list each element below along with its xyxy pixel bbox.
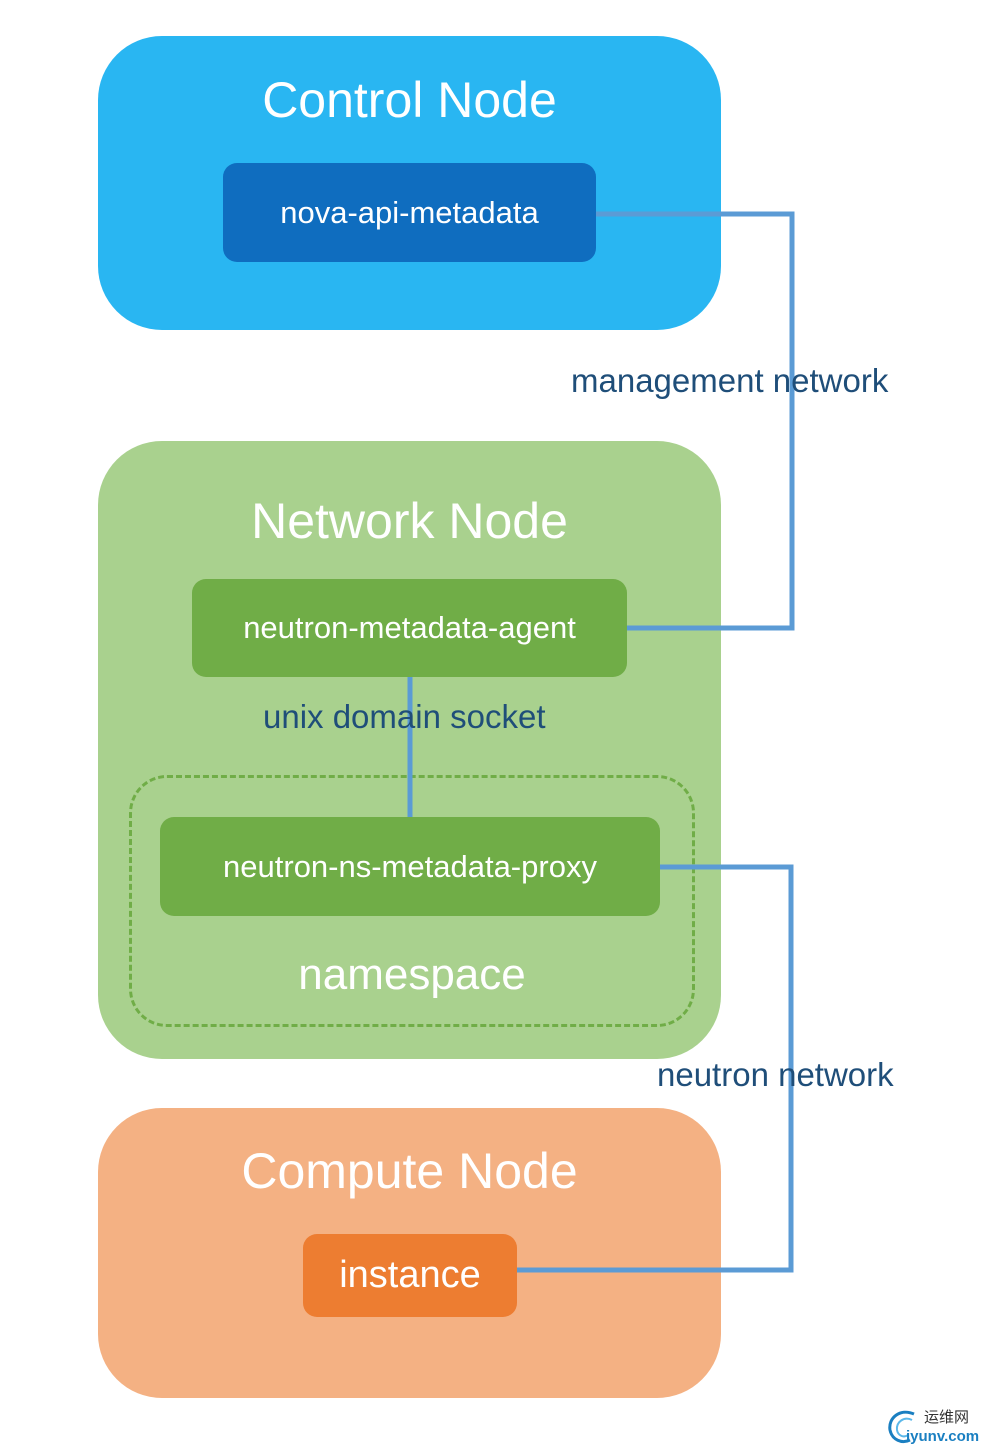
neutron-metadata-agent-label: neutron-metadata-agent [243,610,576,645]
control-node: Control Node [98,36,721,330]
watermark-line2: iyunv.com [906,1428,980,1445]
watermark-logo: 运维网 iyunv.com [884,1404,984,1448]
network-node-title: Network Node [251,493,568,549]
unix-domain-socket-label: unix domain socket [263,698,546,735]
compute-node: Compute Node [98,1108,721,1398]
nova-api-metadata-label: nova-api-metadata [280,194,539,230]
watermark-line1: 运维网 [924,1409,970,1426]
neutron-ns-metadata-proxy-label: neutron-ns-metadata-proxy [223,848,597,884]
instance-box[interactable]: instance [303,1234,517,1317]
management-network-label: management network [571,362,889,399]
neutron-network-label: neutron network [657,1056,894,1093]
control-node-title: Control Node [262,72,557,128]
compute-node-title: Compute Node [241,1143,578,1199]
neutron-metadata-agent-box[interactable]: neutron-metadata-agent [192,579,627,677]
neutron-network-line [517,864,794,1273]
namespace-label: namespace [298,950,526,999]
neutron-ns-metadata-proxy-box[interactable]: neutron-ns-metadata-proxy [160,817,660,916]
watermark-swirl-icon [888,1410,915,1444]
instance-label: instance [339,1254,481,1296]
nova-api-metadata-box[interactable]: nova-api-metadata [223,163,596,262]
management-network-line [596,211,795,631]
